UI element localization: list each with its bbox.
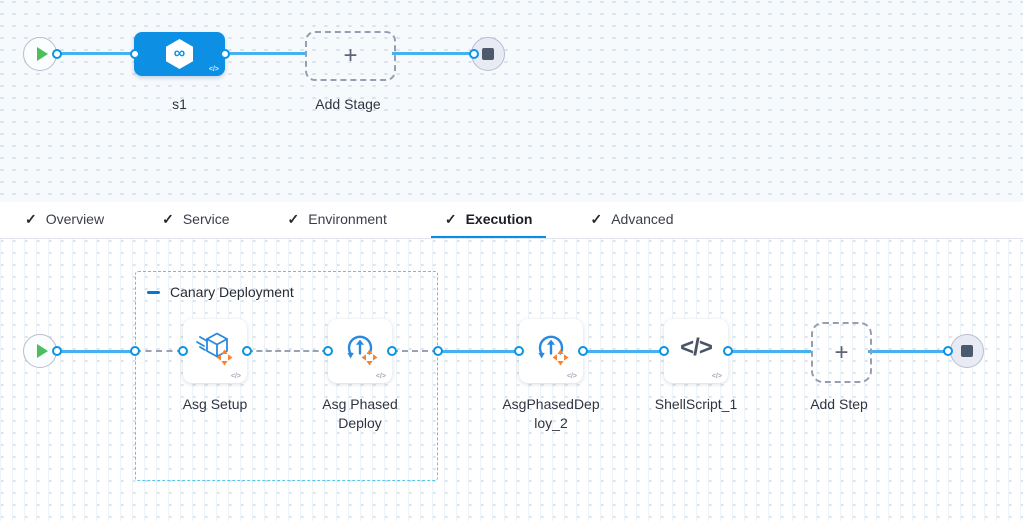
- step-node-asg-phased-deploy-2[interactable]: </>: [519, 319, 583, 383]
- edge-dashed: [247, 350, 328, 352]
- step-label: ShellScript_1: [654, 396, 738, 412]
- connector-dot[interactable]: [52, 49, 62, 59]
- edge-dashed: [392, 350, 438, 352]
- execution-end-node: [950, 334, 984, 368]
- play-icon: [36, 344, 48, 358]
- step-node-shellscript-1[interactable]: </> </>: [664, 319, 728, 383]
- connector-dot[interactable]: [387, 346, 397, 356]
- code-badge-icon: </>: [711, 373, 722, 380]
- stop-icon: [482, 48, 494, 60]
- code-badge-icon: </>: [230, 373, 241, 380]
- tab-environment[interactable]: ✓ Environment: [287, 211, 387, 227]
- connector-dot[interactable]: [723, 346, 733, 356]
- tab-execution[interactable]: ✓ Execution: [430, 202, 547, 238]
- connector-dot[interactable]: [433, 346, 443, 356]
- code-badge-icon: </>: [566, 373, 577, 380]
- connector-dot[interactable]: [130, 346, 140, 356]
- stage-canvas: ∞ </> + s1 Add Stage: [0, 0, 1023, 202]
- connector-dot[interactable]: [220, 49, 230, 59]
- step-node-asg-setup[interactable]: </>: [183, 319, 247, 383]
- edge: [392, 52, 471, 55]
- check-icon: ✓: [162, 211, 174, 227]
- step-group-label: Canary Deployment: [170, 284, 294, 300]
- check-icon: ✓: [287, 211, 300, 227]
- connector-dot[interactable]: [178, 346, 188, 356]
- add-stage-label: Add Stage: [315, 96, 381, 112]
- plus-icon: +: [834, 338, 849, 366]
- stage-label: s1: [172, 96, 187, 112]
- add-step-button[interactable]: +: [811, 322, 872, 383]
- step-label: Asg Phased Deploy: [322, 396, 398, 431]
- execution-canvas: Canary Deployment: [0, 239, 1023, 521]
- tab-overview[interactable]: ✓ Overview: [25, 211, 105, 227]
- connector-dot[interactable]: [514, 346, 524, 356]
- connector-dot[interactable]: [659, 346, 669, 356]
- connector-dot[interactable]: [242, 346, 252, 356]
- check-icon: ✓: [444, 211, 457, 227]
- step-group-header: Canary Deployment: [147, 283, 294, 301]
- edge: [438, 350, 519, 353]
- connector-dot[interactable]: [469, 49, 479, 59]
- harness-cd-stage-icon: ∞: [166, 39, 193, 69]
- connector-dot[interactable]: [323, 346, 333, 356]
- asg-phased-deploy-icon: [347, 335, 378, 366]
- asg-setup-icon: [196, 332, 233, 366]
- step-label: Asg Setup: [182, 396, 248, 412]
- step-group-canary-deployment[interactable]: [135, 271, 438, 481]
- connector-dot[interactable]: [578, 346, 588, 356]
- tab-advanced[interactable]: ✓ Advanced: [590, 211, 674, 227]
- code-badge-icon: </>: [375, 373, 386, 380]
- connector-dot[interactable]: [52, 346, 62, 356]
- stop-icon: [961, 345, 973, 357]
- edge: [728, 350, 811, 353]
- pipeline-start-node: [23, 37, 57, 71]
- plus-icon: +: [343, 42, 358, 69]
- edge: [225, 52, 306, 55]
- edge: [56, 52, 136, 55]
- tab-service[interactable]: ✓ Service: [162, 211, 230, 227]
- play-icon: [36, 47, 48, 61]
- execution-start-node: [23, 334, 57, 368]
- stage-node-s1[interactable]: ∞ </>: [134, 32, 225, 76]
- step-node-asg-phased-deploy[interactable]: </>: [328, 319, 392, 383]
- stage-config-tabbar: ✓ Overview ✓ Service ✓ Environment ✓ Exe…: [0, 202, 1023, 239]
- edge: [56, 350, 136, 353]
- collapse-icon[interactable]: [147, 290, 160, 294]
- connector-dot[interactable]: [130, 49, 140, 59]
- step-label: AsgPhasedDeploy_2: [502, 396, 600, 431]
- edge-dashed: [135, 350, 183, 352]
- check-icon: ✓: [590, 211, 603, 227]
- connector-dot[interactable]: [943, 346, 953, 356]
- add-stage-button[interactable]: +: [305, 31, 396, 81]
- edge: [868, 350, 950, 353]
- add-step-label: Add Step: [810, 396, 868, 412]
- asg-phased-deploy-icon: [538, 335, 569, 366]
- edge: [583, 350, 664, 353]
- shell-script-icon: </>: [680, 334, 713, 361]
- check-icon: ✓: [25, 211, 37, 227]
- code-badge-icon: </>: [208, 66, 219, 73]
